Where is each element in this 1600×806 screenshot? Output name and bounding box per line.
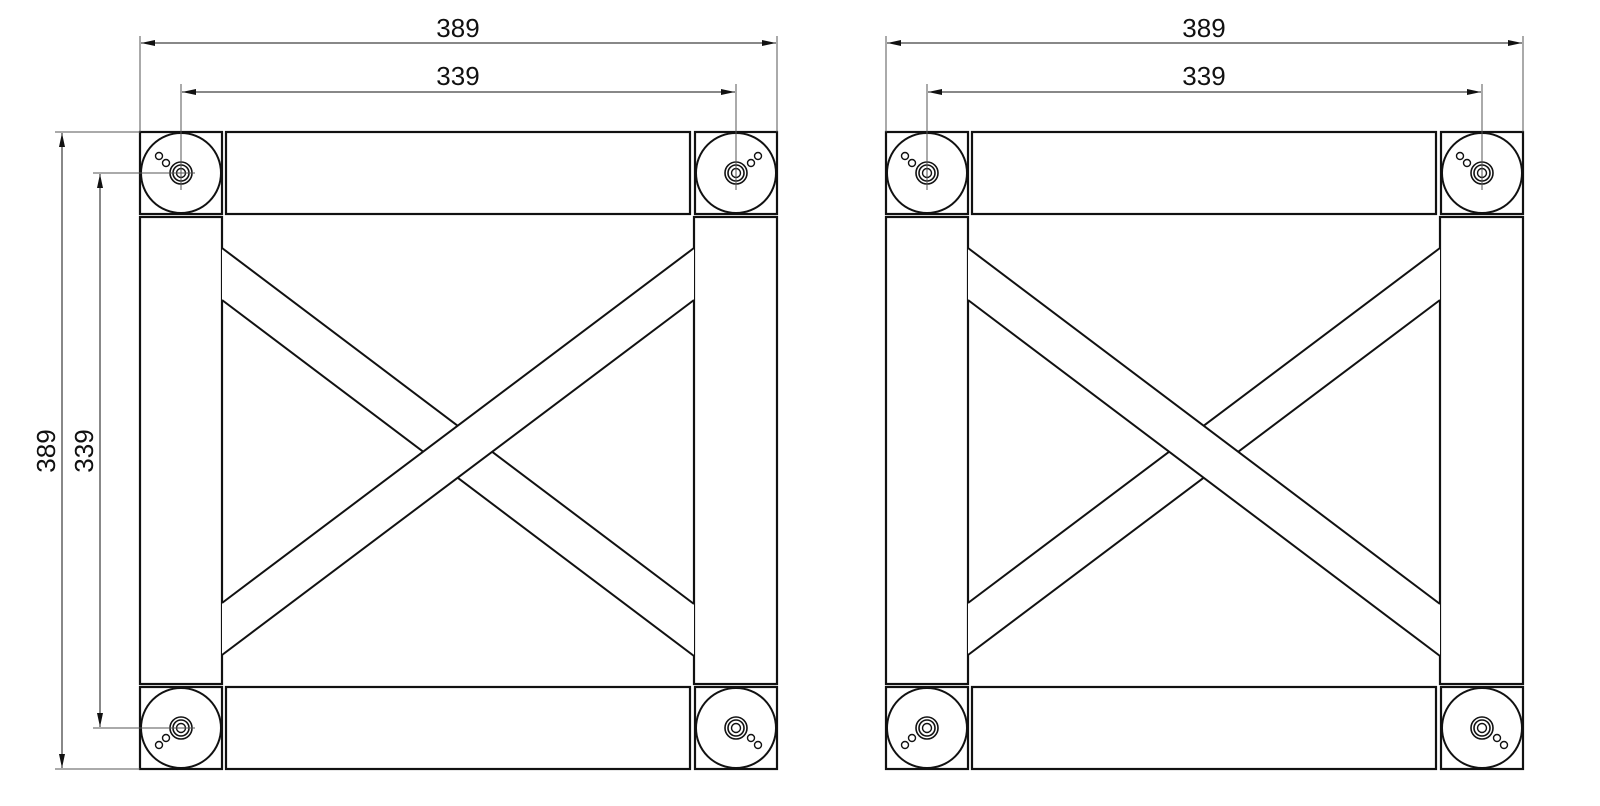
bolt-outer-ring	[915, 716, 939, 740]
diagonal-brace-fill	[222, 248, 694, 655]
diagonal-brace-edge	[967, 299, 1441, 657]
pin-hole	[746, 733, 756, 743]
diagonal-brace-edge	[967, 247, 1441, 605]
bottom-beam	[970, 685, 1438, 771]
pin-hole	[161, 733, 171, 743]
pin-hole	[907, 733, 917, 743]
left-post	[138, 215, 224, 686]
bolt-ring	[727, 719, 745, 737]
pin-hole	[1492, 733, 1502, 743]
pin-hole	[1499, 740, 1509, 750]
diagonal-brace-edge	[221, 299, 695, 656]
frame-view-left	[55, 36, 779, 771]
bolt-ring	[1473, 719, 1491, 737]
bolt-outer-ring	[1470, 716, 1494, 740]
bottom-beam	[224, 685, 692, 771]
left-post	[884, 215, 970, 686]
pin-hole	[154, 740, 164, 750]
frame-view-right	[884, 36, 1525, 771]
pin-hole	[1455, 151, 1465, 161]
tube-end	[886, 687, 968, 769]
top-beam	[224, 130, 692, 216]
pin-hole	[1462, 158, 1472, 168]
pin-hole	[746, 158, 756, 168]
tube-end	[1441, 687, 1523, 769]
pin-hole	[154, 151, 164, 161]
top-beam	[970, 130, 1438, 216]
bolt-ring	[918, 719, 936, 737]
pin-hole	[753, 151, 763, 161]
pin-hole	[161, 158, 171, 168]
diagonal-brace-edge	[221, 247, 695, 604]
right-post	[1438, 215, 1525, 686]
pin-hole	[900, 151, 910, 161]
diagonal-brace-fill	[968, 248, 1440, 656]
bolt-hole	[921, 722, 933, 734]
bolt-hole	[730, 722, 742, 734]
pin-hole	[900, 740, 910, 750]
pin-hole	[753, 740, 763, 750]
tube-end	[695, 687, 777, 769]
bolt-hole	[1476, 722, 1488, 734]
pin-hole	[907, 158, 917, 168]
bolt-outer-ring	[724, 716, 748, 740]
right-post	[692, 215, 779, 686]
